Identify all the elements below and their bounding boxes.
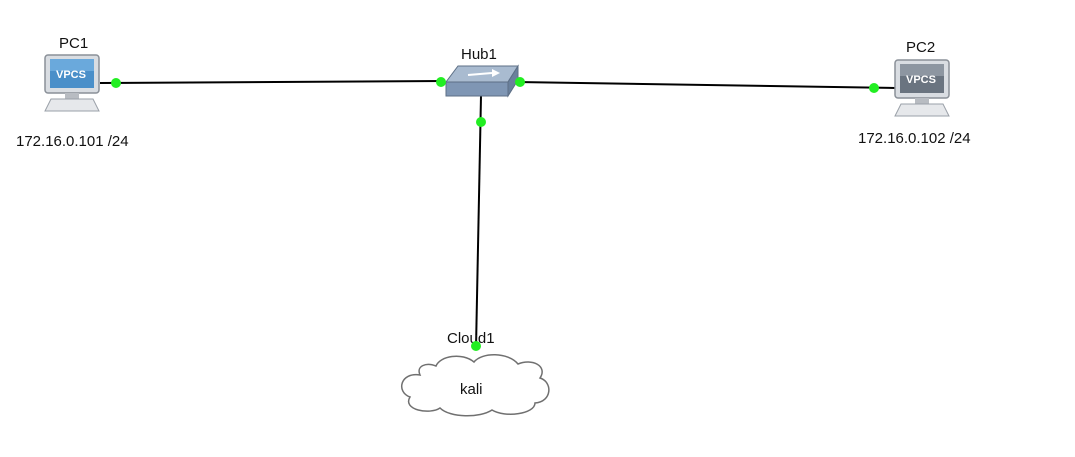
cloud-icon (400, 354, 550, 417)
node-pc2[interactable]: PC2 VPCS 172.16.0.102 /24 (858, 39, 971, 147)
vpcs-computer-icon: VPCS (44, 54, 100, 112)
hub1-label: Hub1 (461, 46, 497, 63)
port-hub1-south[interactable] (476, 117, 486, 127)
link-pc1-hub1[interactable] (99, 80, 445, 84)
pc2-ip-label: 172.16.0.102 /24 (858, 130, 971, 147)
cloud1-label: Cloud1 (447, 330, 495, 347)
port-hub1-east[interactable] (515, 77, 525, 87)
pc1-ip-label: 172.16.0.101 /24 (16, 133, 129, 150)
pc1-label: PC1 (59, 35, 88, 52)
link-hub1-cloud1[interactable] (475, 95, 482, 349)
pc1-screen-text: VPCS (56, 69, 86, 81)
node-pc1[interactable]: PC1 VPCS 172.16.0.101 /24 (16, 35, 129, 150)
vpcs-computer-icon: VPCS (894, 59, 950, 117)
port-pc2[interactable] (869, 83, 879, 93)
links (99, 80, 896, 349)
port-pc1[interactable] (111, 78, 121, 88)
ports (111, 77, 879, 351)
hub-icon (445, 64, 519, 98)
node-cloud1[interactable]: Cloud1 kali (400, 330, 550, 417)
pc2-label: PC2 (906, 39, 935, 56)
pc2-screen-text: VPCS (906, 74, 936, 86)
node-hub1[interactable]: Hub1 (445, 46, 519, 98)
cloud1-text: kali (460, 381, 483, 398)
link-hub1-pc2[interactable] (516, 81, 896, 89)
port-hub1-west[interactable] (436, 77, 446, 87)
port-cloud1[interactable] (471, 341, 481, 351)
